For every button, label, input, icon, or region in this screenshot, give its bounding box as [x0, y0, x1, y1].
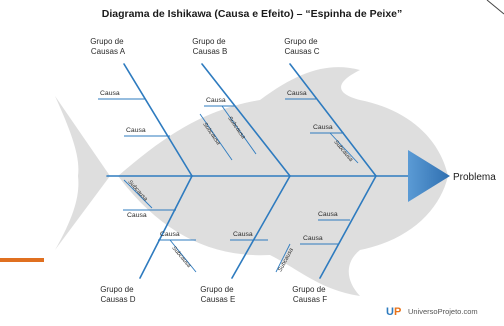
bone-c [289, 63, 377, 177]
logo-p-letter: P [394, 306, 401, 318]
bone-d [139, 175, 193, 279]
problem-head-arrow [408, 150, 450, 202]
cause-label-a2: Causa [126, 127, 146, 134]
group-a-label: Grupo de Causas A [90, 37, 126, 56]
subcause-label-d2: Subcausa [170, 245, 192, 269]
subline-b1 [221, 105, 257, 155]
universoprojeto-logo: U P [386, 306, 401, 318]
cause-label-d2: Causa [160, 231, 180, 238]
cause-label-e1: Causa [233, 231, 253, 238]
bone-e [231, 175, 291, 279]
subline-c1 [329, 132, 359, 164]
bone-b [201, 63, 291, 177]
bone-f [319, 175, 377, 279]
group-c-label: Grupo de Causas C [284, 37, 320, 56]
subline-f1 [275, 243, 291, 273]
subline-b2 [199, 113, 233, 161]
fish-tail [55, 96, 110, 250]
cause-label-d1: Causa [127, 212, 147, 219]
subline-d2 [169, 239, 197, 273]
group-b-label: Grupo de Causas B [192, 37, 228, 56]
cause-label-c1: Causa [287, 90, 307, 97]
brand-name: UniversoProjeto.com [408, 307, 478, 316]
corner-curl [486, 0, 504, 15]
subline-d1 [123, 179, 153, 209]
logo-u-letter: U [386, 306, 394, 318]
cause-label-f1: Causa [318, 211, 338, 218]
orange-bar [0, 258, 44, 262]
bone-a [123, 63, 193, 177]
cause-label-b1: Causa [206, 97, 226, 104]
problem-label: Problema [453, 172, 496, 183]
group-e-label: Grupo de Causas E [200, 285, 236, 304]
group-f-label: Grupo de Causas F [292, 285, 328, 304]
diagram-title: Diagrama de Ishikawa (Causa e Efeito) – … [102, 8, 403, 20]
cause-label-a1: Causa [100, 90, 120, 97]
group-d-label: Grupo de Causas D [100, 285, 136, 304]
cause-label-f2: Causa [303, 235, 323, 242]
cause-label-c2: Causa [313, 124, 333, 131]
fish-silhouette [118, 67, 448, 297]
